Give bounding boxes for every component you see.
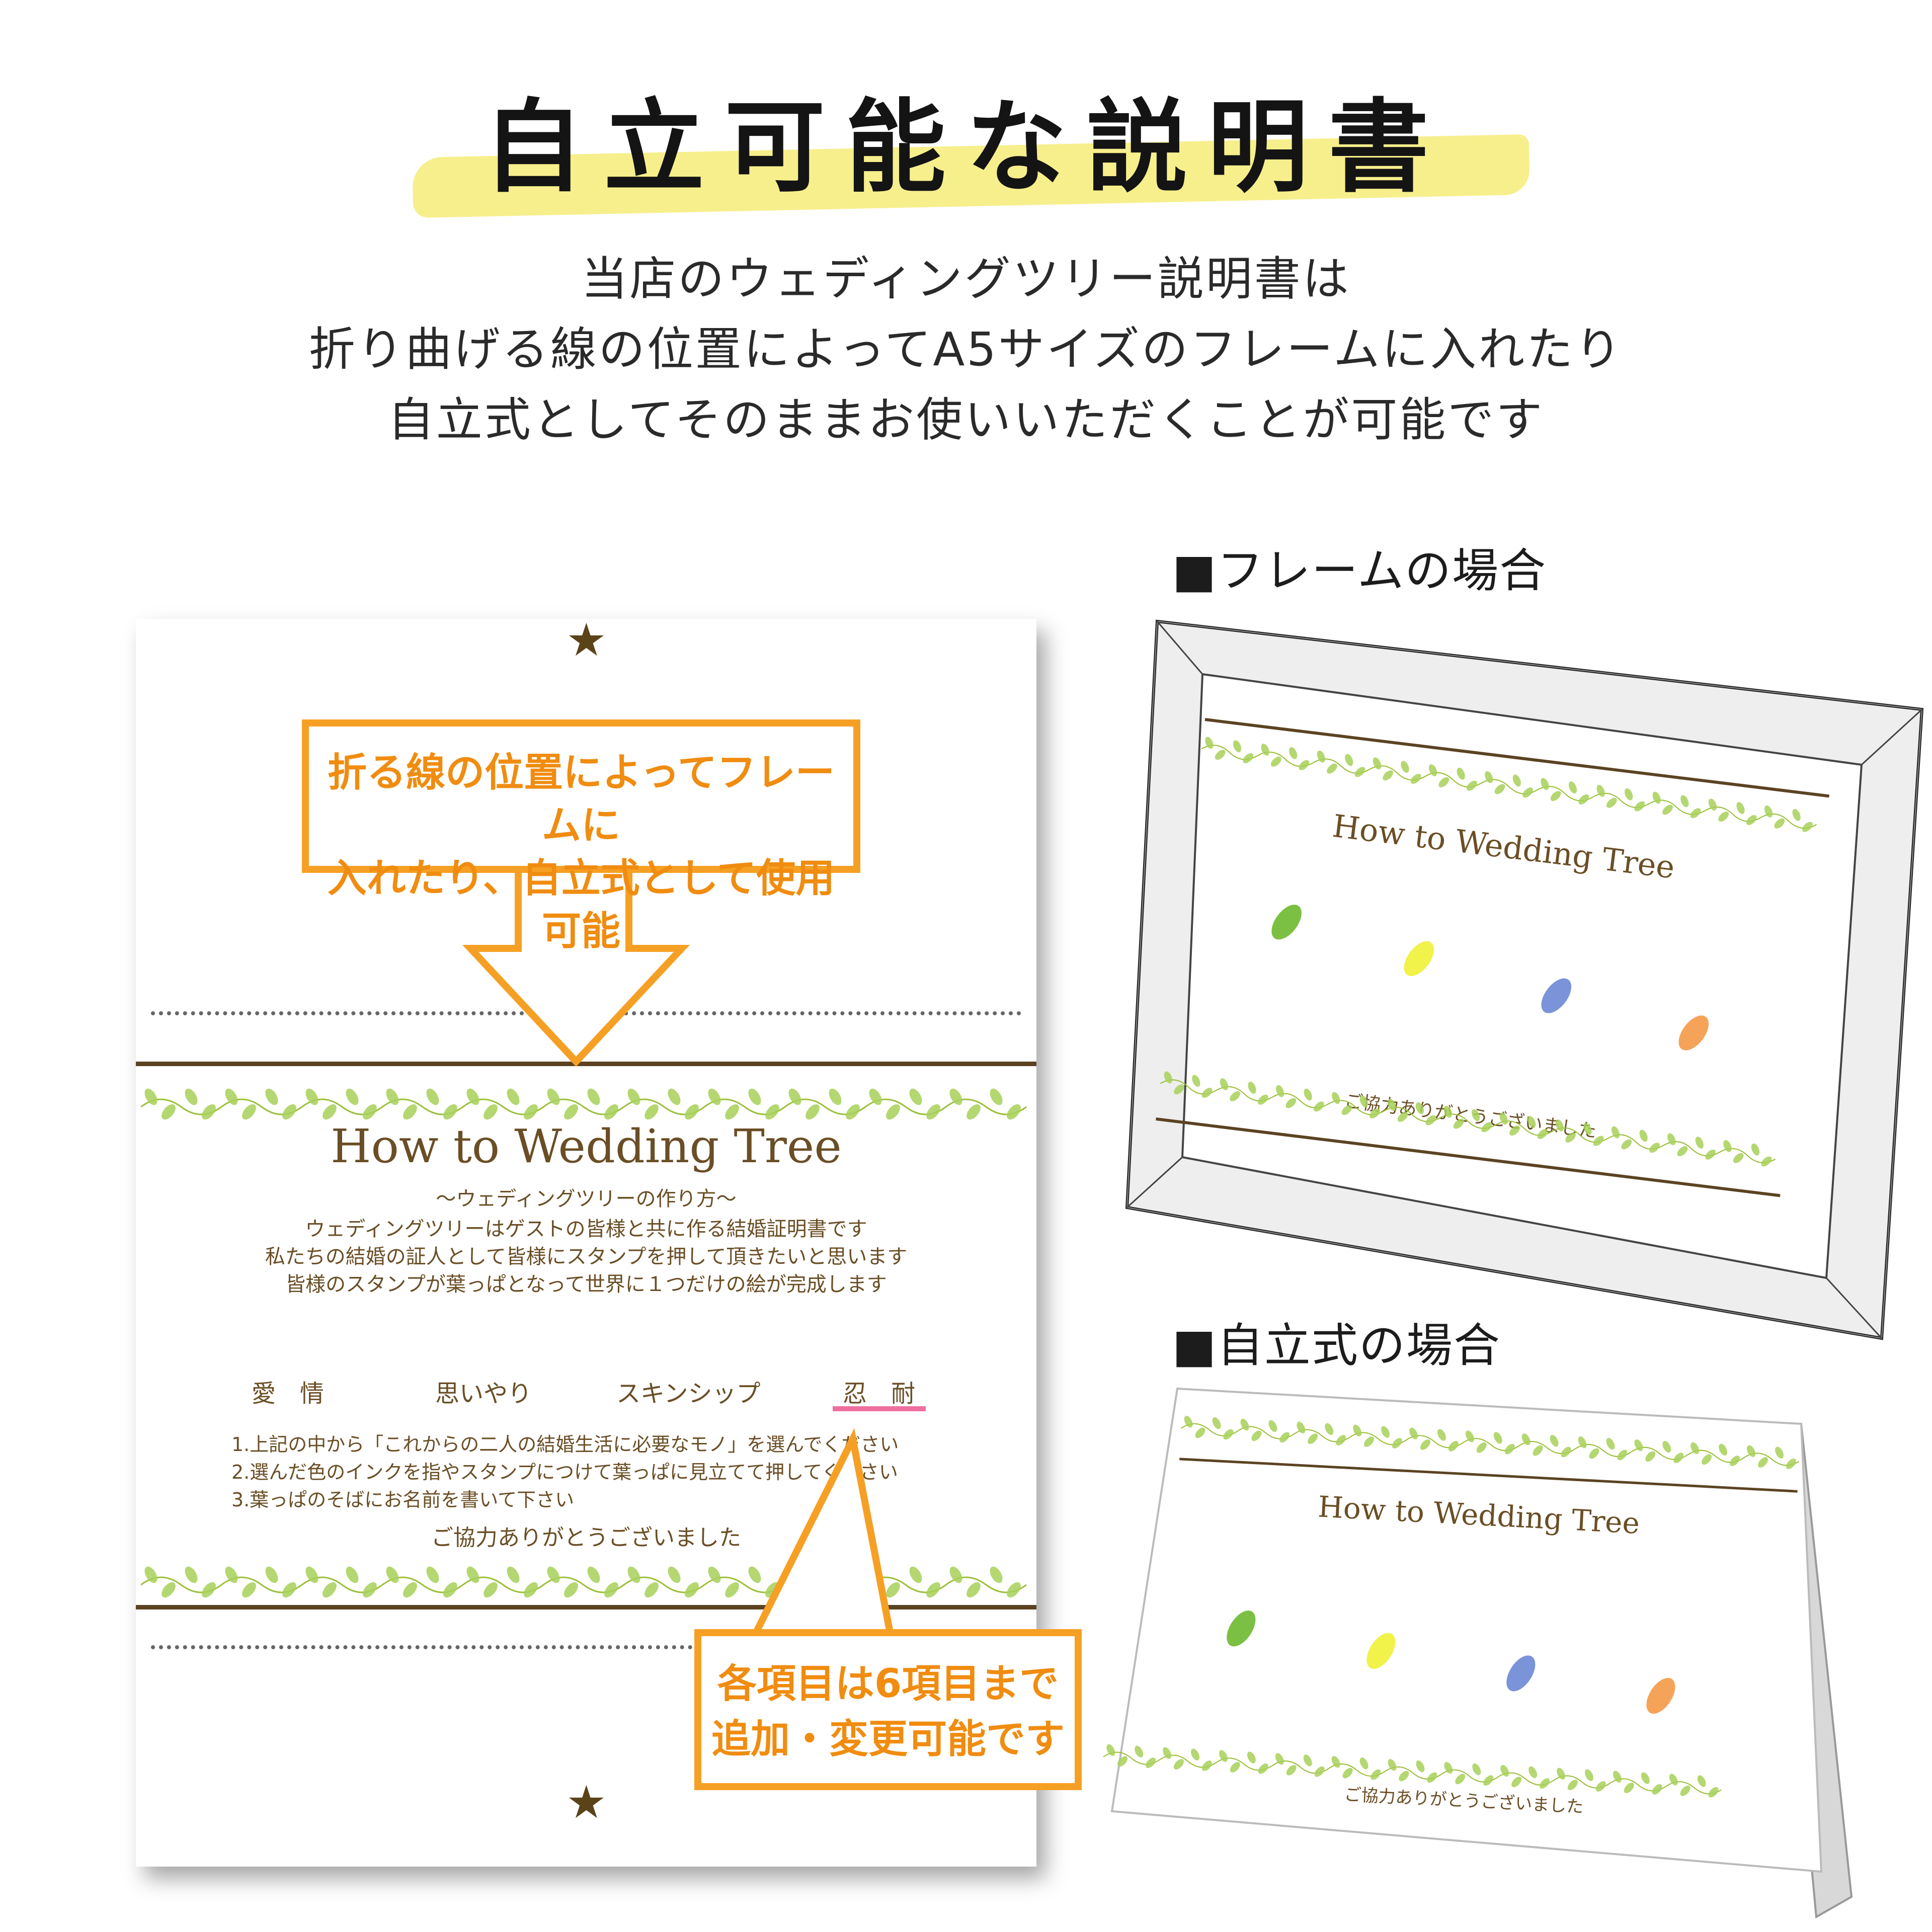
stand-section-label: ■自立式の場合 <box>1172 1319 1501 1373</box>
item-label-1: 愛 情 <box>252 1380 325 1408</box>
fold-callout: 折る線の位置によってフレームに 入れたり、自立式として使用可能 <box>302 719 860 954</box>
leaf-blue-icon <box>1541 978 1572 1013</box>
frame-section-label: ■フレームの場合 <box>1172 544 1547 598</box>
intro-line-3: 自立式としてそのままお使いいただくことが可能です <box>387 393 1545 447</box>
intro-line-1: 当店のウェディングツリー説明書は <box>581 252 1351 306</box>
fold-callout-line-2: 入れたり、自立式として使用可能 <box>327 856 835 954</box>
intro-line-2: 折り曲げる線の位置によってA5サイズのフレームに入れたり <box>308 323 1624 376</box>
leaf-green-icon <box>1271 905 1302 940</box>
item-label-2: 思いやり <box>435 1380 532 1408</box>
card-rule-bottom <box>136 1605 1036 1609</box>
desc-line-1: ウェディングツリーはゲストの皆様と共に作る結婚証明書です <box>305 1218 867 1241</box>
fold-callout-line-1: 折る線の位置によってフレームに <box>328 750 835 848</box>
page-title: 自立可能な説明書 <box>482 89 1449 206</box>
items-callout: 各項目は6項目まで 追加・変更可能です <box>694 1629 1082 1790</box>
desc-line-3: 皆様のスタンプが葉っぱとなって世界に１つだけの絵が完成します <box>285 1273 887 1296</box>
desc-line-2: 私たちの結婚の証人として皆様にスタンプを押して頂きたいと思います <box>265 1245 908 1268</box>
step-3: 3.葉っぱのそばにお名前を書いて下さい <box>231 1489 575 1511</box>
leaf-yellow-icon <box>1404 941 1434 976</box>
frame-illustration: How to Wedding Tree ご協力ありがとうございました <box>1125 619 1924 1340</box>
fold-line-bottom <box>151 1645 1021 1649</box>
wedding-tree-title: How to Wedding Tree <box>331 1119 842 1173</box>
instruction-card: ★ How to Wedding Tree ～ウェディングツリーの作り方～ ウェ… <box>136 614 1036 1867</box>
items-callout-line-2: 追加・変更可能です <box>711 1717 1065 1762</box>
items-callout-line-1: 各項目は6項目まで <box>717 1661 1059 1707</box>
item-underline <box>833 1406 926 1411</box>
standing-card-illustration: How to Wedding Tree ご協力ありがとうございました <box>1102 1387 1853 1919</box>
step-2: 2.選んだ色のインクを指やスタンプにつけて葉っぱに見立てて押してください <box>231 1461 898 1483</box>
leaf-orange-icon <box>1678 1015 1709 1051</box>
item-label-3: スキンシップ <box>616 1380 761 1408</box>
bottom-star-icon: ★ <box>566 1776 607 1829</box>
card-rule-top <box>136 1062 1036 1066</box>
wedding-tree-subtitle: ～ウェディングツリーの作り方～ <box>436 1187 737 1211</box>
step-1: 1.上記の中から「これからの二人の結婚生活に必要なモノ」を選んでください <box>231 1433 899 1456</box>
item-label-4: 忍 耐 <box>843 1380 916 1408</box>
thanks-text: ご協力ありがとうございました <box>431 1525 741 1551</box>
top-star-icon: ★ <box>566 614 607 667</box>
